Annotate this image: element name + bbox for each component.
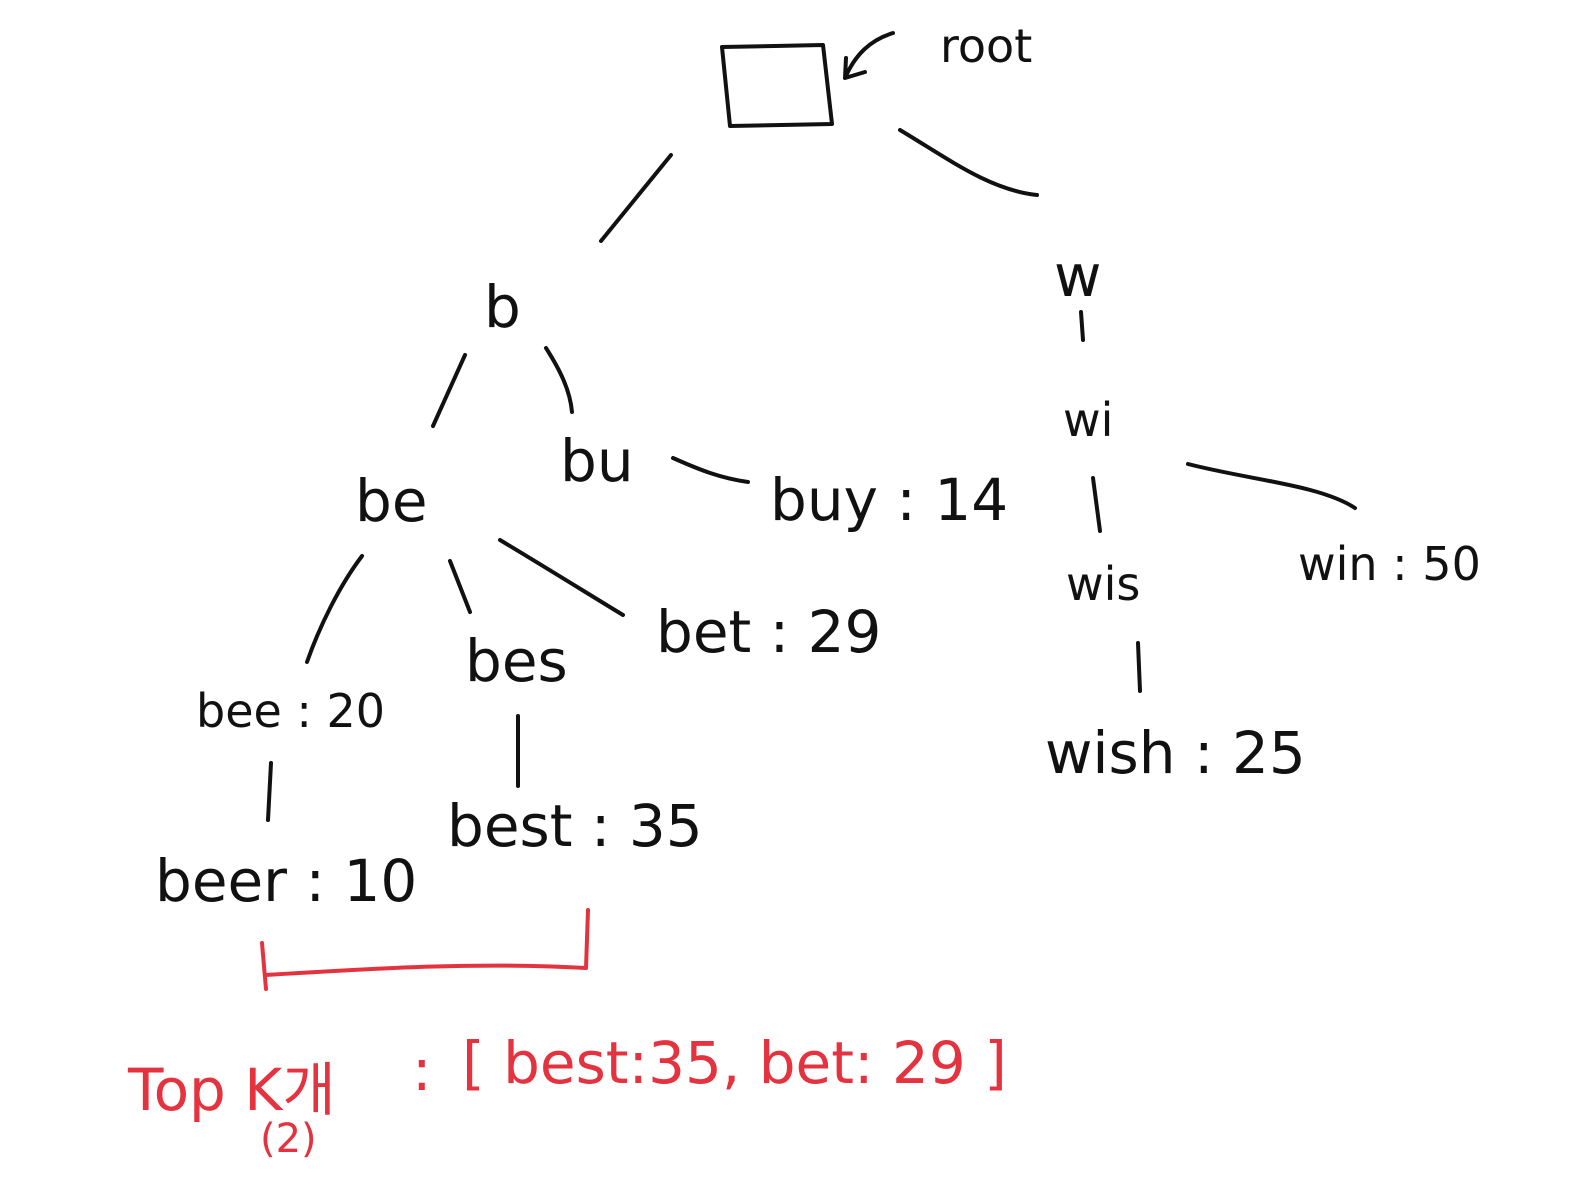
edge-b-bu	[544, 346, 574, 414]
node-win: win : 50	[1298, 537, 1481, 591]
edge-be-bet	[498, 538, 625, 617]
node-b: b	[484, 273, 521, 341]
node-bee: bee : 20	[196, 684, 385, 738]
node-best: best : 35	[447, 792, 703, 860]
edge-bee-beer	[266, 761, 273, 822]
node-wis: wis	[1066, 557, 1140, 611]
edge-be-bes	[448, 559, 472, 614]
root-pointer-arrow	[843, 31, 895, 80]
node-beer: beer : 10	[155, 847, 417, 915]
edge-be-bee	[305, 554, 364, 664]
edge-wi-win	[1186, 462, 1357, 510]
root-node-box	[720, 43, 834, 128]
result-bracket	[260, 908, 590, 991]
node-bu: bu	[560, 427, 634, 495]
annotation-separator: :	[412, 1036, 432, 1104]
node-bes: bes	[465, 627, 568, 695]
top-k-result: [ best:35, bet: 29 ]	[462, 1029, 1007, 1097]
node-wish: wish : 25	[1045, 719, 1306, 787]
edge-b-be	[431, 353, 467, 428]
root-label: root	[940, 19, 1032, 73]
node-bet: bet : 29	[656, 598, 881, 666]
edge-bu-buy	[671, 456, 750, 484]
top-k-label: Top K개	[127, 1056, 336, 1124]
top-k-value: (2)	[260, 1116, 317, 1162]
edge-root-b	[599, 153, 673, 243]
node-w: w	[1054, 242, 1101, 310]
node-wi: wi	[1063, 393, 1113, 447]
node-buy: buy : 14	[770, 466, 1008, 534]
node-be: be	[355, 467, 428, 535]
edge-w-wi	[1079, 310, 1085, 342]
edge-wis-wish	[1136, 641, 1142, 693]
edge-root-w	[898, 128, 1039, 197]
edge-wi-wis	[1091, 476, 1102, 533]
